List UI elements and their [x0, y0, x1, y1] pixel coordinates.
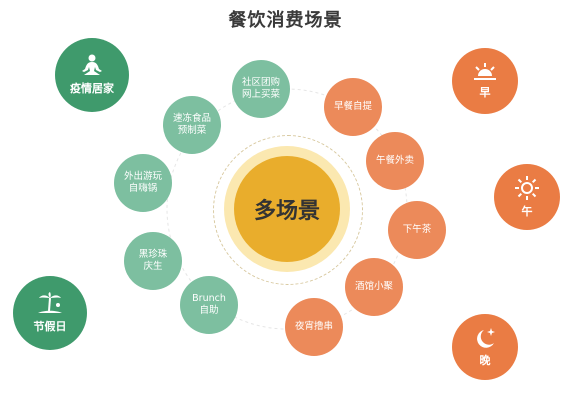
time-evening: 晚: [452, 314, 518, 380]
scene-home-quarantine: 疫情居家: [55, 38, 129, 112]
scene-item-line1: 速冻食品: [172, 113, 211, 125]
scene-item-line2: 庆生: [143, 261, 163, 272]
palm-island-icon: [38, 292, 62, 314]
scene-item-line2: 自嗨锅: [128, 183, 158, 194]
time-noon-label: 午: [521, 205, 533, 219]
meditation-person-icon: [82, 54, 102, 76]
moon-stars-icon: [477, 328, 495, 348]
center-label: 多场景: [234, 156, 340, 262]
scene-item-breakfast-pickup: 早餐自提: [324, 78, 382, 136]
scene-home-quarantine-label: 疫情居家: [70, 82, 114, 96]
scene-item-frozen-food: 速冻食品预制菜: [163, 96, 221, 154]
scene-item-line2: 网上买菜: [241, 89, 280, 100]
page-title: 餐饮消费场景: [228, 10, 343, 31]
scene-item-outing: 外出游玩自嗨锅: [114, 154, 172, 212]
scene-item-line1: 社区团购: [241, 77, 280, 89]
sun-icon: [515, 176, 539, 201]
scene-item-black-pearl-birthday: 黑珍珠庆生: [124, 232, 182, 290]
scene-item-afternoon-tea: 下午茶: [388, 201, 446, 259]
sunrise-icon: [474, 63, 496, 81]
scene-item-lunch-delivery: 午餐外卖: [366, 132, 424, 190]
scene-item-tavern-gathering: 酒馆小聚: [345, 258, 403, 316]
scene-item-late-night-skewers: 夜宵撸串: [285, 298, 343, 356]
scene-item-line1: 黑珍珠: [138, 249, 168, 261]
scene-holiday-label: 节假日: [33, 320, 67, 334]
time-evening-label: 晚: [479, 354, 491, 368]
time-morning-label: 早: [479, 86, 491, 100]
center-outer-ring: [213, 135, 363, 285]
scene-item-community-group-buy: 社区团购网上买菜: [232, 60, 290, 118]
scene-item-line1: 外出游玩: [123, 171, 162, 183]
scene-item-line2: 预制菜: [177, 125, 207, 136]
scene-item-line2: 自助: [199, 305, 219, 316]
scene-item-line1: Brunch: [192, 293, 226, 305]
scene-holiday: 节假日: [13, 276, 87, 350]
time-morning: 早: [452, 48, 518, 114]
time-noon: 午: [494, 164, 560, 230]
